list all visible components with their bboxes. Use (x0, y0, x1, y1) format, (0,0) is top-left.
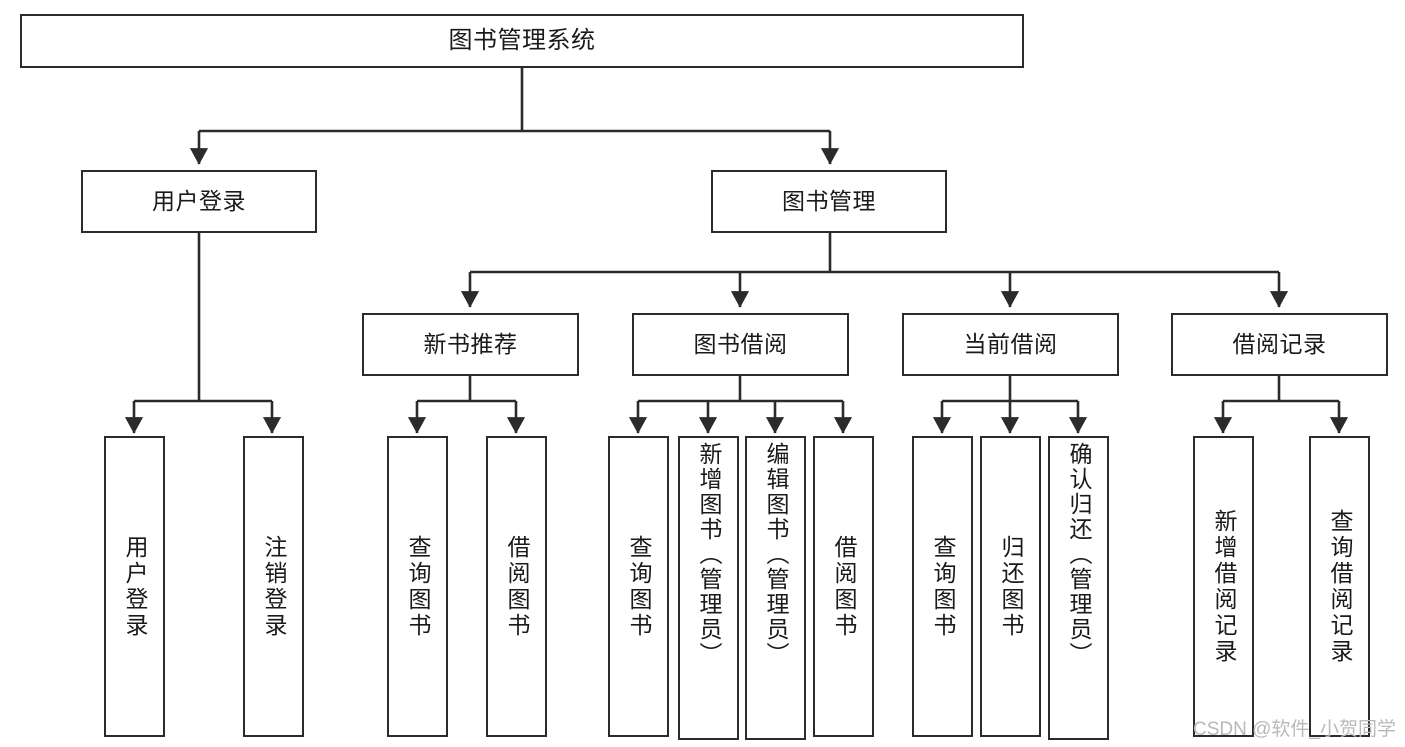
csdn-watermark: CSDN @软件_小贺同学 (1193, 719, 1396, 740)
node-leaf-user-logout-label: 注销登录 (261, 534, 287, 639)
node-leaf-query-book-3-label: 查询图书 (930, 534, 956, 639)
node-root-label: 图书管理系统 (448, 26, 596, 54)
node-leaf-query-record[interactable]: 查询借阅记录 (1309, 436, 1370, 737)
node-leaf-return-book-label: 归还图书 (998, 534, 1024, 639)
node-leaf-user-login[interactable]: 用户登录 (104, 436, 165, 737)
node-leaf-add-record-label: 新增借阅记录 (1211, 508, 1237, 665)
node-leaf-confirm-return[interactable]: 确认归还（管理员） (1048, 436, 1109, 740)
node-leaf-edit-book[interactable]: 编辑图书（管理员） (745, 436, 806, 740)
node-leaf-borrow-book-1-label: 借阅图书 (504, 534, 530, 639)
node-leaf-add-book-label: 新增图书（管理员） (696, 442, 722, 667)
node-leaf-query-record-label: 查询借阅记录 (1327, 508, 1353, 665)
node-new-book-rec[interactable]: 新书推荐 (362, 313, 579, 376)
node-leaf-user-logout[interactable]: 注销登录 (243, 436, 304, 737)
node-leaf-query-book-2-label: 查询图书 (626, 534, 652, 639)
node-borrow-record-label: 借阅记录 (1232, 330, 1327, 357)
node-user-login-label: 用户登录 (152, 187, 246, 214)
node-root[interactable]: 图书管理系统 (20, 14, 1024, 68)
node-user-login[interactable]: 用户登录 (81, 170, 317, 233)
node-leaf-borrow-book-1[interactable]: 借阅图书 (486, 436, 547, 737)
node-leaf-borrow-book-2[interactable]: 借阅图书 (813, 436, 874, 737)
node-leaf-query-book-3[interactable]: 查询图书 (912, 436, 973, 737)
node-leaf-query-book-1[interactable]: 查询图书 (387, 436, 448, 737)
node-leaf-edit-book-label: 编辑图书（管理员） (763, 442, 789, 667)
node-current-borrow[interactable]: 当前借阅 (902, 313, 1119, 376)
node-borrow-record[interactable]: 借阅记录 (1171, 313, 1388, 376)
node-leaf-return-book[interactable]: 归还图书 (980, 436, 1041, 737)
node-leaf-add-book[interactable]: 新增图书（管理员） (678, 436, 739, 740)
node-new-book-rec-label: 新书推荐 (423, 330, 518, 357)
node-leaf-user-login-label: 用户登录 (122, 534, 148, 639)
node-leaf-confirm-return-label: 确认归还（管理员） (1066, 442, 1092, 667)
node-book-borrow-label: 图书借阅 (693, 330, 788, 357)
node-leaf-borrow-book-2-label: 借阅图书 (831, 534, 857, 639)
node-leaf-query-book-2[interactable]: 查询图书 (608, 436, 669, 737)
node-book-manage-label: 图书管理 (782, 187, 876, 214)
node-current-borrow-label: 当前借阅 (963, 330, 1058, 357)
node-leaf-query-book-1-label: 查询图书 (405, 534, 431, 639)
node-leaf-add-record[interactable]: 新增借阅记录 (1193, 436, 1254, 737)
node-book-borrow[interactable]: 图书借阅 (632, 313, 849, 376)
node-book-manage[interactable]: 图书管理 (711, 170, 947, 233)
